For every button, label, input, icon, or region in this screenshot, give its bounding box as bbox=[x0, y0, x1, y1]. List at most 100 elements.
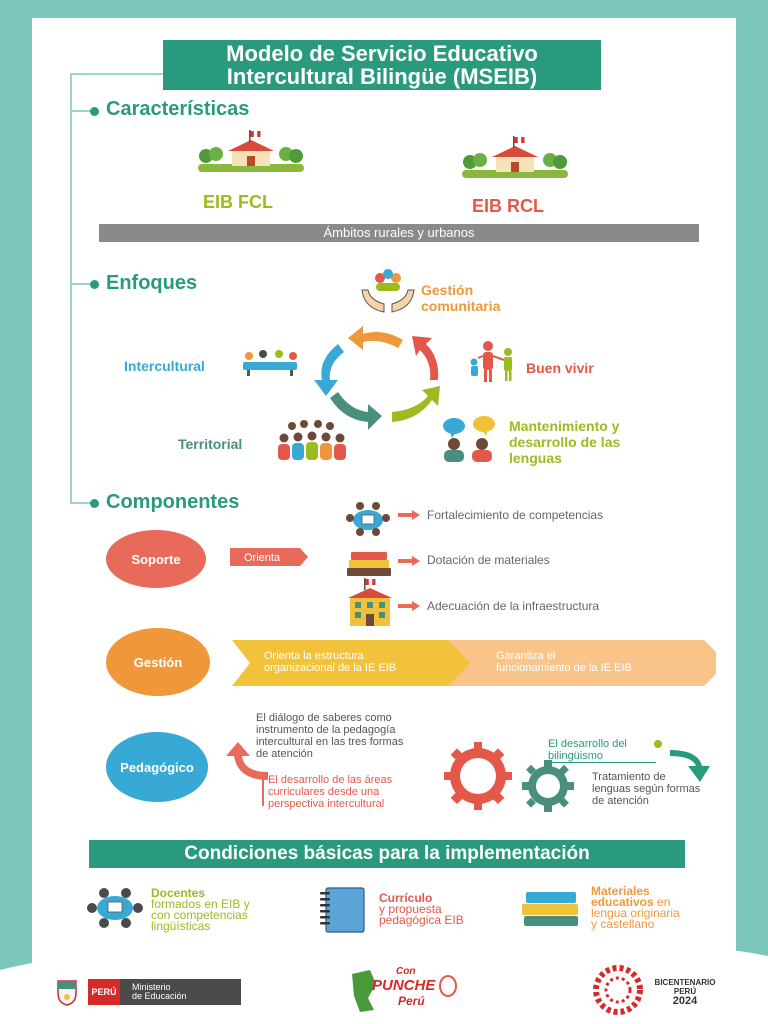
tree-branch-3 bbox=[70, 502, 92, 504]
people-group-icon bbox=[278, 420, 346, 460]
ministerio-line1: Ministerio bbox=[132, 982, 171, 992]
curriculo-line2: pedagógica EIB bbox=[379, 913, 464, 927]
areas-line1: El desarrollo de las áreas bbox=[268, 774, 393, 786]
materiales-en: en bbox=[657, 895, 671, 909]
cycle-arrow-green bbox=[392, 386, 440, 422]
areas-text: El desarrollo de las áreas curriculares … bbox=[268, 774, 392, 810]
materiales-bold-1: Materiales bbox=[591, 884, 650, 898]
enfoque-lenguas-line1: Mantenimiento y bbox=[509, 418, 620, 434]
fortalecimiento-text: Fortalecimiento de competencias bbox=[427, 508, 604, 522]
areas-line3: perspectiva intercultural bbox=[268, 798, 385, 810]
cond-curriculo: Currículo y propuesta pedagógica EIB bbox=[379, 891, 464, 927]
soporte-circle: Soporte bbox=[106, 530, 206, 588]
cycle-arrow-blue bbox=[314, 344, 344, 396]
enfoque-lenguas-line2: desarrollo de las bbox=[509, 434, 621, 450]
curved-arrow-down-icon bbox=[670, 750, 710, 782]
notebook-icon bbox=[320, 887, 365, 933]
chevron1-line2: organizacional de la IE EIB bbox=[264, 662, 397, 674]
gestion-circle: Gestión bbox=[106, 628, 210, 696]
enfoques-cycle bbox=[314, 326, 440, 430]
dialogo-line1: El diálogo de saberes como bbox=[256, 712, 392, 724]
pedagogico-circle: Pedagógico bbox=[106, 732, 208, 802]
curriculo-line1: y propuesta bbox=[379, 902, 442, 916]
teachers-circle-icon bbox=[346, 502, 390, 536]
section-caracteristicas: Características bbox=[106, 98, 250, 120]
speech-bubbles-icon bbox=[443, 416, 495, 462]
meeting-table-icon bbox=[243, 350, 297, 376]
section-enfoques: Enfoques bbox=[106, 272, 198, 294]
tratamiento-text: Tratamiento de lenguas según formas de a… bbox=[592, 771, 700, 807]
enfoque-buen-vivir: Buen vivir bbox=[526, 360, 594, 376]
cond-docentes: Docentes formados en EIB y con competenc… bbox=[151, 886, 250, 933]
peru-coat-of-arms-icon bbox=[57, 980, 77, 1006]
enfoque-lenguas: Mantenimiento y desarrollo de las lengua… bbox=[509, 418, 620, 466]
school-fcl-icon bbox=[198, 130, 304, 172]
arrow-right-icon bbox=[398, 556, 420, 566]
cond-materiales: Materiales educativos en lengua originar… bbox=[591, 884, 680, 931]
dialogo-line3: intercultural en las tres formas bbox=[256, 736, 404, 748]
con-punche-peru-logo bbox=[352, 970, 457, 1012]
family-icon bbox=[470, 341, 512, 382]
materials-books-icon bbox=[522, 892, 578, 926]
section-componentes: Componentes bbox=[106, 491, 240, 513]
bilinguismo-dot bbox=[654, 740, 662, 748]
con-text: Con bbox=[396, 966, 416, 977]
ambitos-bar: Ámbitos rurales y urbanos bbox=[99, 224, 699, 242]
chevron2-line2: funcionamiento de la IE EIB bbox=[496, 662, 632, 674]
enfoque-gestion-line2: comunitaria bbox=[421, 298, 501, 314]
enfoque-intercultural: Intercultural bbox=[124, 358, 205, 374]
chevron2-line1: Garantiza el bbox=[496, 650, 556, 662]
cycle-arrow-teal bbox=[330, 392, 382, 430]
bilinguismo-text: El desarrollo del bilingüismo bbox=[548, 738, 627, 762]
bullet-dot bbox=[90, 280, 99, 289]
teachers-meeting-icon bbox=[87, 888, 143, 928]
ministerio-line2: de Educación bbox=[132, 991, 187, 1001]
tratamiento-line1: Tratamiento de bbox=[592, 771, 666, 783]
gestion-chevron-1: Orienta la estructura organizacional de … bbox=[234, 642, 396, 674]
punche-text: PUNCHE bbox=[372, 977, 436, 994]
areas-divider bbox=[262, 772, 264, 806]
chevron1-line1: Orienta la estructura bbox=[264, 650, 364, 662]
tree-connector-top bbox=[70, 73, 163, 75]
docentes-line3: lingüísticas bbox=[151, 919, 211, 933]
minedu-logo: PERÚ Ministerio de Educación bbox=[88, 979, 241, 1005]
dotacion-text: Dotación de materiales bbox=[427, 553, 550, 567]
cycle-arrow-orange bbox=[348, 326, 403, 350]
peru-script-text: Perú bbox=[398, 994, 425, 1008]
bilinguismo-underline bbox=[546, 762, 656, 763]
bicentenario-line2: PERÚ bbox=[673, 987, 697, 996]
tratamiento-line2: lenguas según formas bbox=[592, 783, 701, 795]
label-eib-fcl: EIB FCL bbox=[203, 192, 273, 212]
bicentenario-year: 2024 bbox=[672, 995, 698, 1007]
bilinguismo-line1: El desarrollo del bbox=[548, 738, 627, 750]
enfoque-gestion-comunitaria: Gestión comunitaria bbox=[421, 282, 500, 314]
bicentenario-line1: BICENTENARIO bbox=[654, 978, 716, 987]
tratamiento-line3: de atención bbox=[592, 795, 649, 807]
docentes-line2: con competencias bbox=[151, 908, 248, 922]
arrow-right-icon bbox=[398, 601, 420, 611]
enfoque-territorial: Territorial bbox=[178, 436, 243, 452]
cycle-arrow-red bbox=[412, 336, 439, 380]
materiales-line2: y castellano bbox=[591, 917, 655, 931]
community-hands-icon bbox=[361, 269, 415, 313]
school-building-icon bbox=[348, 578, 392, 626]
school-rcl-icon bbox=[462, 136, 568, 178]
orienta-arrow bbox=[230, 548, 308, 566]
bicentenario-text: BICENTENARIO PERÚ 2024 bbox=[650, 978, 720, 1007]
condiciones-title: Condiciones básicas para la implementaci… bbox=[89, 840, 685, 868]
curriculo-bold: Currículo bbox=[379, 891, 433, 905]
tree-branch-2 bbox=[70, 283, 92, 285]
dialogo-line4: de atención bbox=[256, 748, 313, 760]
enfoque-gestion-line1: Gestión bbox=[421, 282, 474, 298]
curved-arrow-icon bbox=[226, 742, 268, 780]
bullet-dot bbox=[90, 499, 99, 508]
docentes-bold: Docentes bbox=[151, 886, 206, 900]
orienta-label: Orienta bbox=[244, 552, 281, 564]
bullet-dot bbox=[90, 107, 99, 116]
materiales-bold-2: educativos bbox=[591, 895, 654, 909]
bilinguismo-line2: bilingüismo bbox=[548, 750, 604, 762]
peru-red-box: PERÚ bbox=[88, 979, 120, 1005]
tree-connector-vertical bbox=[70, 73, 72, 503]
page-title: Modelo de Servicio Educativo Intercultur… bbox=[163, 40, 601, 90]
areas-line2: curriculares desde una bbox=[268, 786, 380, 798]
